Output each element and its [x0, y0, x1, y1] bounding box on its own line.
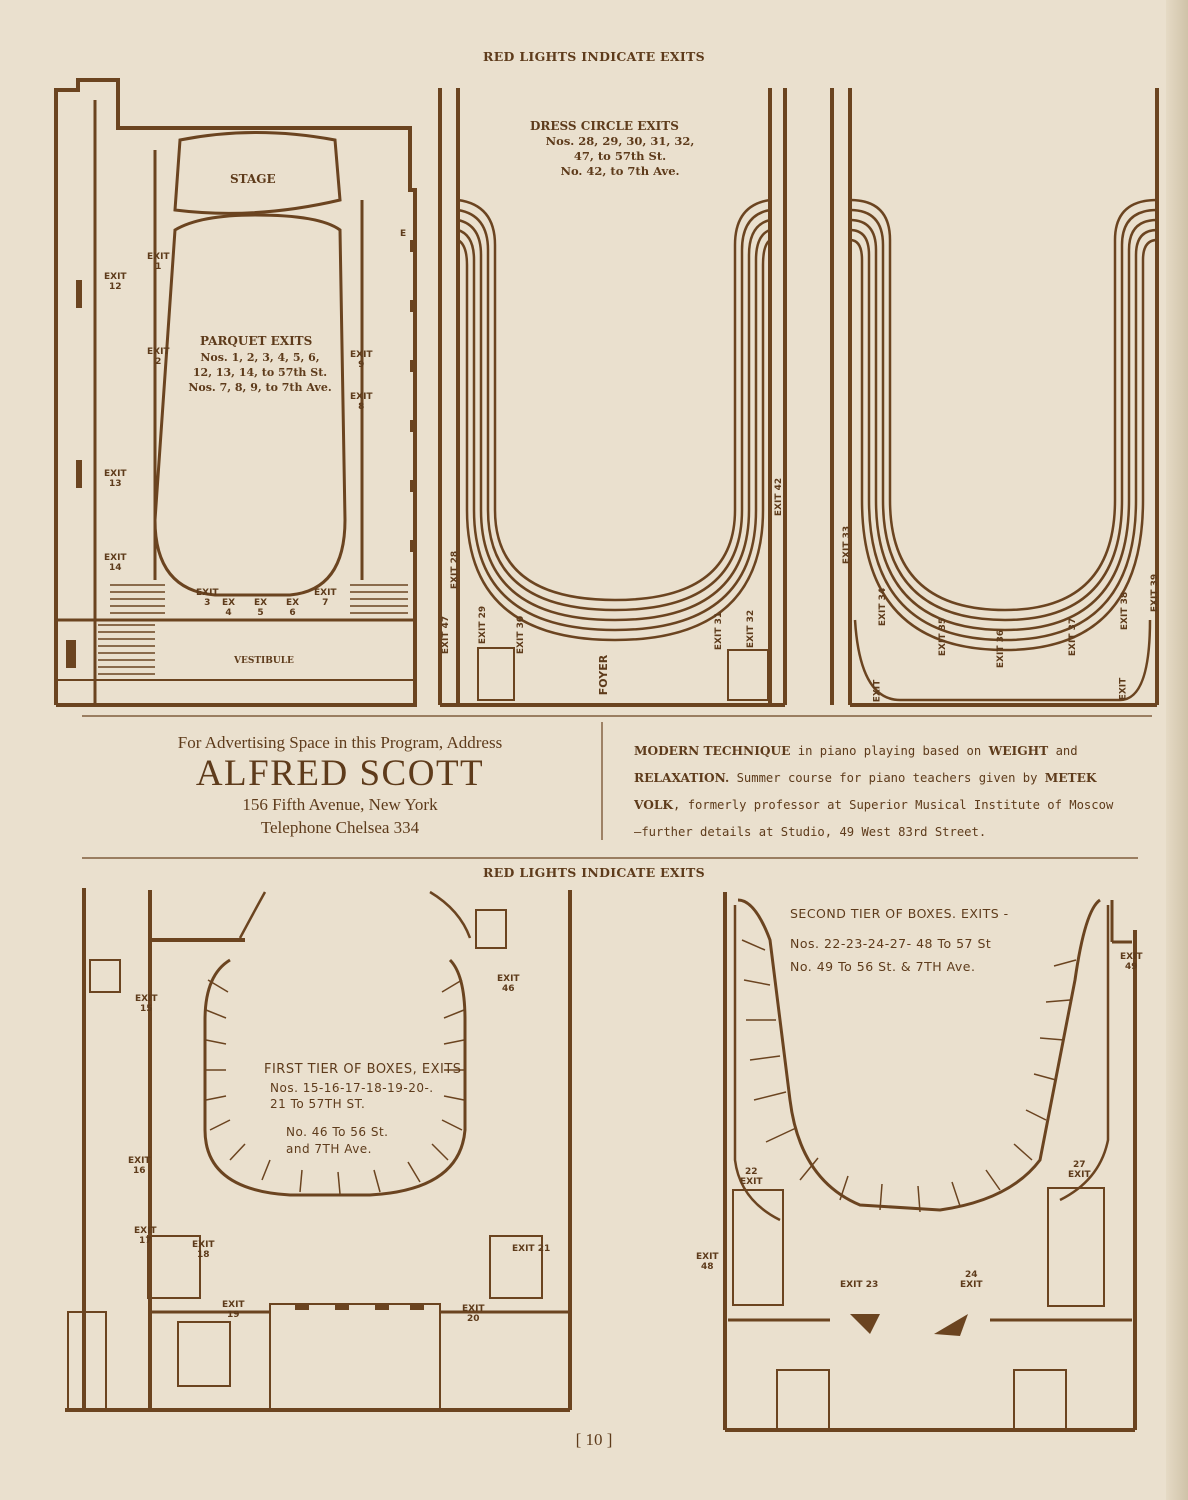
mid-header: RED LIGHTS INDICATE EXITS	[483, 865, 705, 880]
exit-3-label: EXIT 3	[196, 588, 219, 608]
advert-right-bold-1: MODERN TECHNIQUE	[634, 744, 791, 758]
exit-49-label: EXIT 49	[1120, 952, 1143, 972]
exit-8-label: EXIT 8	[350, 392, 373, 412]
exit-1-label: EXIT 1	[147, 252, 170, 272]
dress-circle-title: DRESS CIRCLE EXITS	[530, 119, 679, 133]
advert-right-text-5: , formerly professor at Superior Musical…	[673, 798, 1114, 812]
advert-right-text-1: in piano playing based on	[790, 744, 989, 758]
exit-13-label: EXIT 13	[104, 469, 127, 489]
advert-divider	[82, 722, 1138, 859]
exit-37-label: EXIT 37	[1068, 617, 1079, 657]
torn-page-edge	[1166, 0, 1188, 1500]
exit-right-bottom-label: EXIT	[1118, 677, 1129, 701]
vestibule-label: VESTIBULE	[234, 656, 294, 666]
exit-31-label: EXIT 31	[714, 611, 725, 651]
exit-18-label: EXIT 18	[192, 1240, 215, 1260]
advert-right-bold-3: RELAXATION.	[634, 771, 730, 785]
exit-46-label: EXIT 46	[497, 974, 520, 994]
exit-30-label: EXIT 30	[516, 615, 527, 655]
first-tier-title: FIRST TIER OF BOXES, EXITS	[264, 1062, 462, 1077]
exit-42-label: EXIT 42	[774, 477, 785, 517]
exit-9-label: EXIT 9	[350, 350, 373, 370]
exit-38-label: EXIT 38	[1120, 591, 1131, 631]
advert-right-bold-5: VOLK	[634, 798, 674, 812]
exit-left-bottom-label: EXIT	[872, 679, 883, 703]
exit-39-label: EXIT 39	[1150, 573, 1161, 613]
advert-left-name: ALFRED SCOTT	[195, 753, 485, 794]
exit-4-label: EX 4	[222, 598, 236, 618]
exit-e-label: E	[400, 229, 407, 239]
exit-20-label: EXIT 20	[462, 1304, 485, 1324]
second-tier-list: Nos. 22-23-24-27- 48 To 57 St No. 49 To …	[790, 936, 992, 974]
exit-34-label: EXIT 34	[878, 587, 889, 627]
exit-14-label: EXIT 14	[104, 553, 127, 573]
advert-right-text-6: —further details at Studio, 49 West 83rd…	[634, 825, 987, 839]
exit-7-label: EXIT 7	[314, 588, 337, 608]
exit-33-label: EXIT 33	[842, 525, 853, 565]
first-tier-list: Nos. 15-16-17-18-19-20-. 21 To 57TH ST.	[270, 1081, 434, 1111]
exit-12-label: EXIT 12	[104, 272, 127, 292]
exit-29-label: EXIT 29	[478, 605, 489, 645]
advert-left-phone: Telephone Chelsea 334	[260, 818, 420, 837]
exit-24-label: 24 EXIT	[960, 1270, 983, 1290]
advert-right-bold-4: METEK	[1044, 771, 1097, 785]
parquet-exits-list: Nos. 1, 2, 3, 4, 5, 6, 12, 13, 14, to 57…	[188, 351, 332, 394]
exit-28-label: EXIT 28	[450, 550, 461, 590]
top-header: RED LIGHTS INDICATE EXITS	[483, 49, 705, 64]
exit-15-label: EXIT 15	[135, 994, 158, 1014]
exit-47-label: EXIT 47	[441, 615, 452, 655]
exit-16-label: EXIT 16	[128, 1156, 151, 1176]
advert-right-text-3: Summer course for piano teachers given b…	[729, 771, 1045, 785]
exit-6-label: EX 6	[286, 598, 300, 618]
exit-35-label: EXIT 35	[938, 617, 949, 657]
advert-right-text-2: and	[1048, 744, 1078, 758]
exit-27-label: 27 EXIT	[1068, 1160, 1091, 1180]
exit-2-label: EXIT 2	[147, 347, 170, 367]
exit-36-label: EXIT 36	[996, 629, 1007, 669]
advert-left-address: 156 Fifth Avenue, New York	[242, 795, 438, 814]
advert-right-text: MODERN TECHNIQUE in piano playing based …	[634, 738, 1154, 846]
exit-22-label: 22 EXIT	[740, 1167, 763, 1187]
exit-5-label: EX 5	[254, 598, 268, 618]
exit-19-label: EXIT 19	[222, 1300, 245, 1320]
foyer-label: FOYER	[597, 654, 611, 696]
exit-23-label: EXIT 23	[840, 1280, 879, 1290]
dress-circle-list: Nos. 28, 29, 30, 31, 32, 47, to 57th St.…	[545, 134, 695, 178]
first-tier-list-2: No. 46 To 56 St. and 7TH Ave.	[286, 1125, 389, 1156]
advert-right-bold-2: WEIGHT	[988, 744, 1049, 758]
bottom-floor-plans	[65, 888, 1137, 1432]
exit-48-label: EXIT 48	[696, 1252, 719, 1272]
exit-32-label: EXIT 32	[746, 609, 757, 649]
second-tier-title: SECOND TIER OF BOXES. EXITS -	[790, 906, 1009, 921]
stage-label: STAGE	[230, 172, 276, 186]
advert-left-line1: For Advertising Space in this Program, A…	[177, 733, 503, 752]
exit-17-label: EXIT 17	[134, 1226, 157, 1246]
parquet-exits-title: PARQUET EXITS	[200, 334, 313, 348]
exit-21-label: EXIT 21	[512, 1244, 551, 1254]
page-number: [ 10 ]	[575, 1430, 613, 1449]
top-floor-plans	[54, 78, 1159, 717]
